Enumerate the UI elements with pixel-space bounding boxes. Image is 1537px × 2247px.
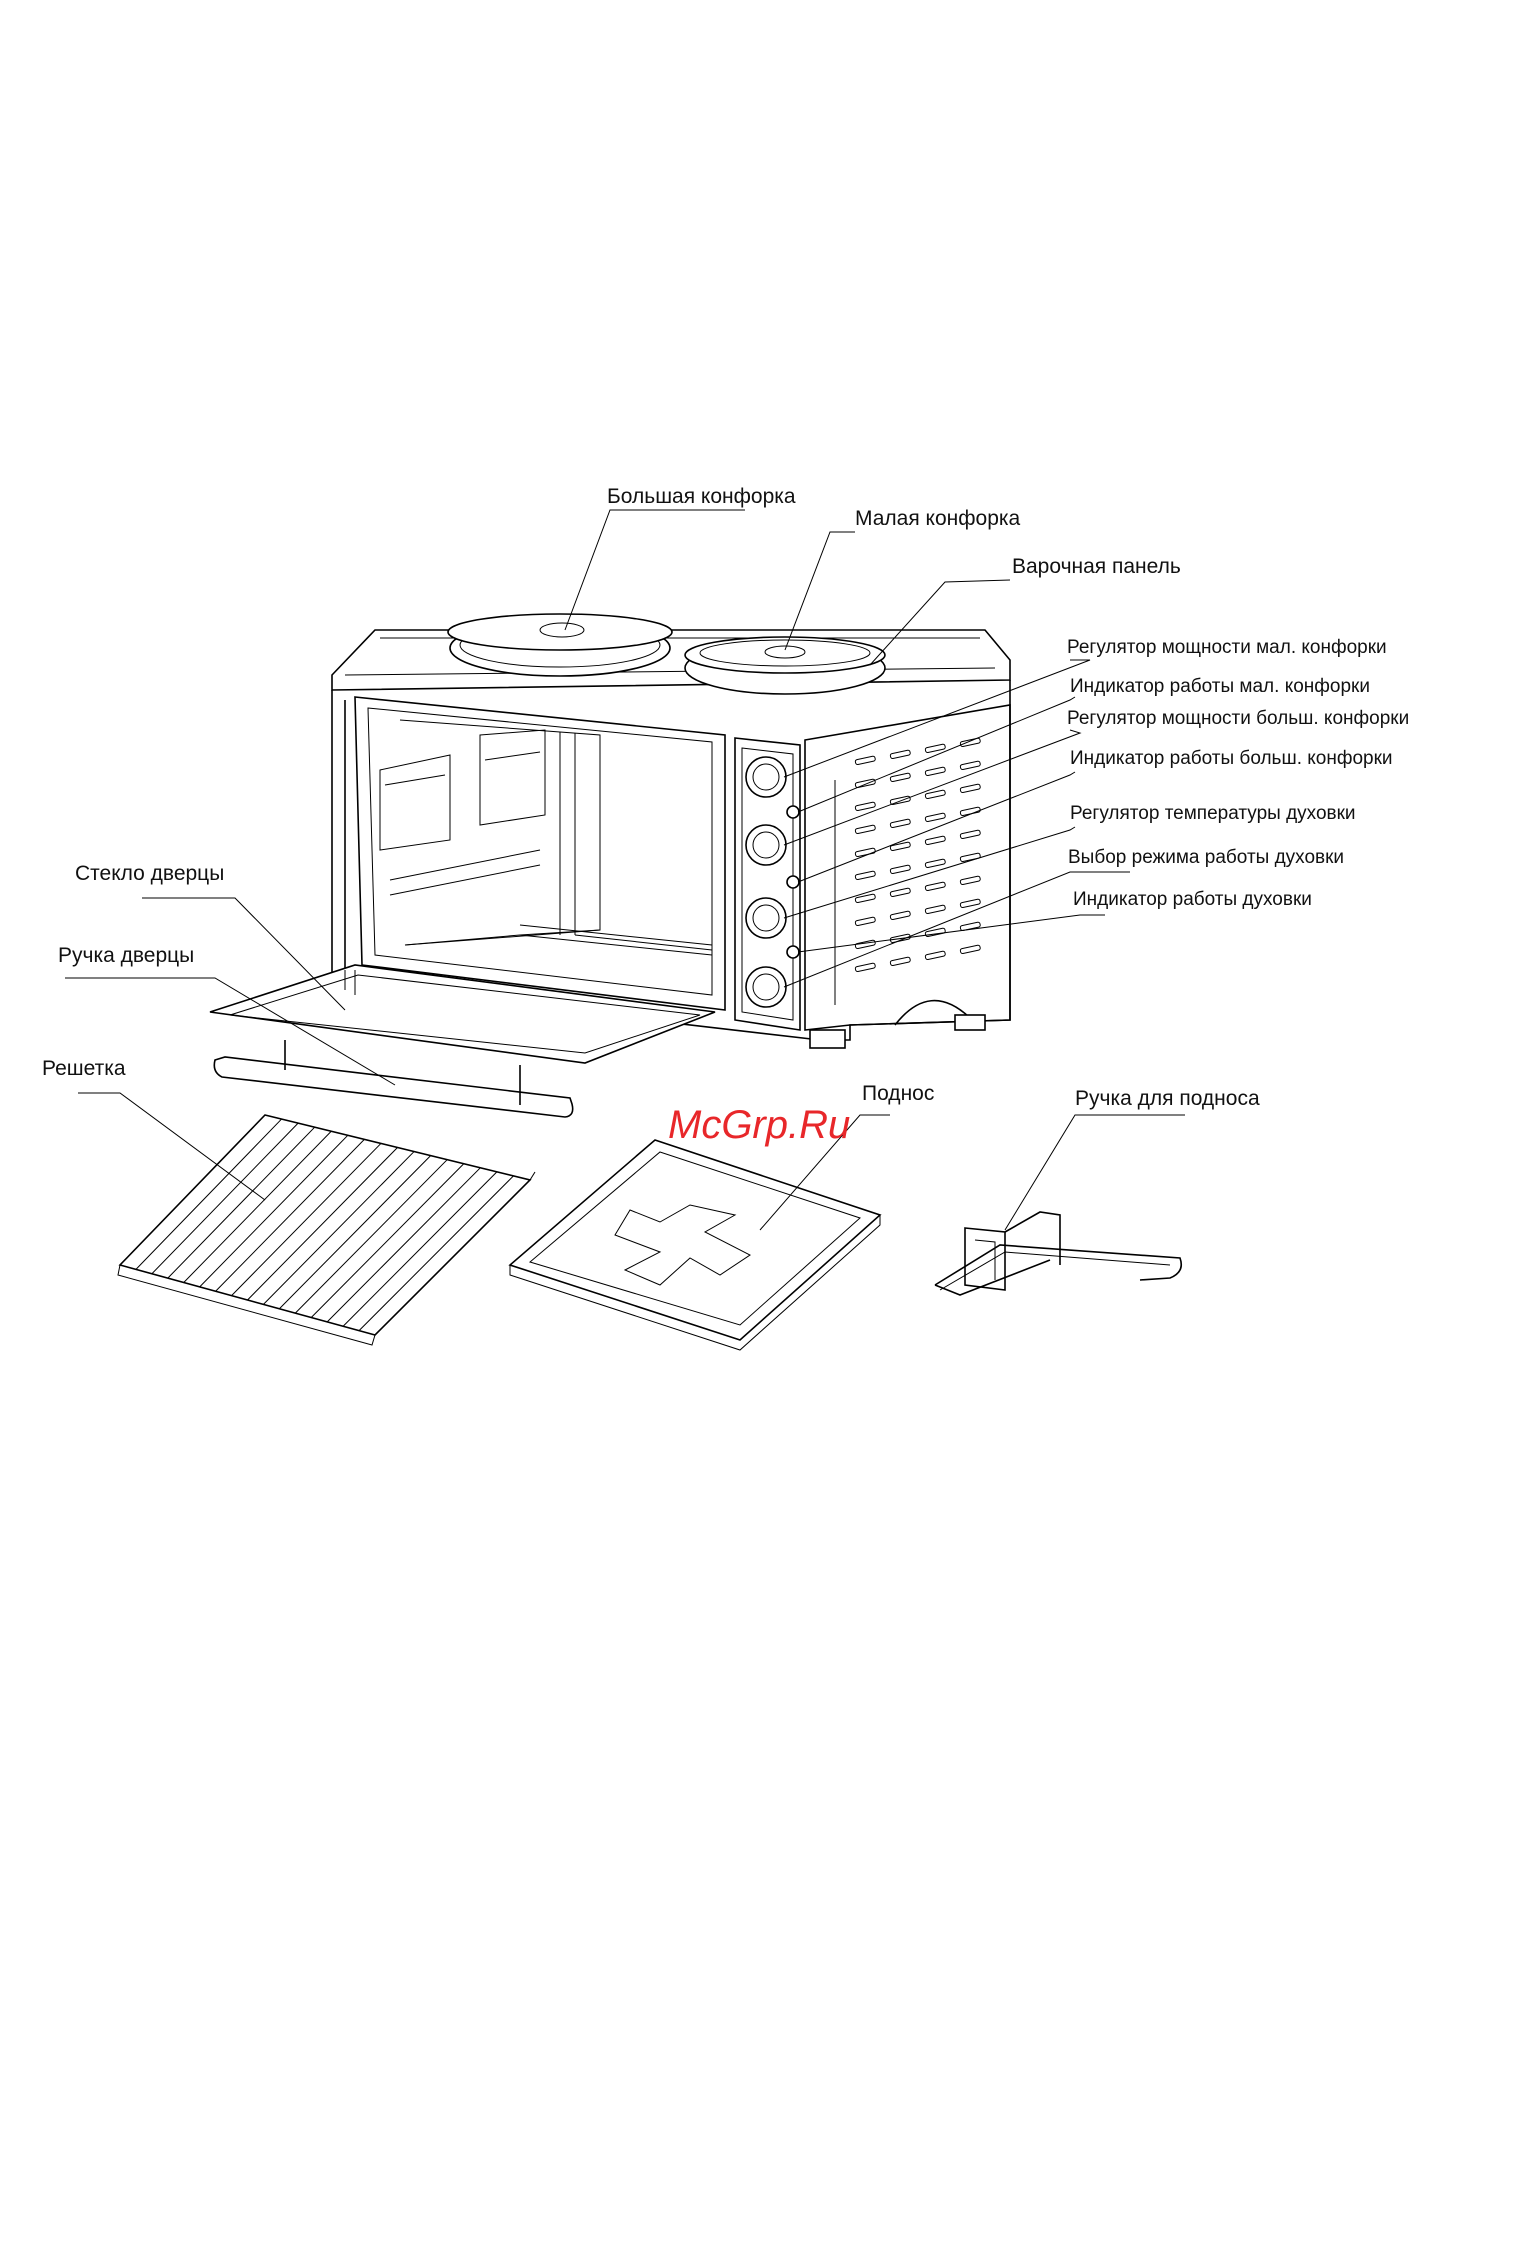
vent-slot xyxy=(889,772,911,783)
vent-slot xyxy=(889,956,911,967)
vent-slot xyxy=(924,858,946,869)
vent-slot xyxy=(854,870,876,881)
vent-slot xyxy=(959,898,981,909)
label-hob-panel: Варочная панель xyxy=(1012,555,1181,578)
rack-bar xyxy=(358,1175,514,1331)
label-small-burner-power-knob: Регулятор мощности мал. конфорки xyxy=(1067,637,1387,658)
rack-bar xyxy=(294,1159,448,1314)
vent-slot xyxy=(889,818,911,829)
vent-slot xyxy=(889,841,911,852)
vent-slot xyxy=(959,783,981,794)
label-wire-rack: Решетка xyxy=(42,1057,126,1080)
wire-rack-illustration xyxy=(117,1114,536,1346)
vent-slot xyxy=(924,766,946,777)
tray-handle-illustration xyxy=(934,1211,1183,1296)
rack-bar xyxy=(310,1163,465,1318)
vent-slot xyxy=(889,887,911,898)
vent-slot xyxy=(924,881,946,892)
vent-slot xyxy=(959,944,981,955)
rack-bar xyxy=(199,1134,349,1288)
rack-bar xyxy=(135,1118,282,1270)
watermark: McGrp.Ru xyxy=(668,1103,850,1147)
rack-bar xyxy=(279,1155,431,1310)
baking-tray-illustration xyxy=(508,1139,882,1351)
vent-slot xyxy=(924,743,946,754)
label-tray-handle: Ручка для подноса xyxy=(1075,1087,1260,1110)
rack-bar xyxy=(231,1143,382,1296)
label-large-burner-indicator: Индикатор работы больш. конфорки xyxy=(1070,748,1393,769)
rack-bar xyxy=(263,1151,415,1305)
vent-slot xyxy=(959,737,981,748)
vent-slot xyxy=(959,875,981,886)
vent-slot xyxy=(854,916,876,927)
label-door-handle: Ручка дверцы xyxy=(58,944,194,967)
vent-slot xyxy=(889,910,911,921)
vent-slot xyxy=(854,801,876,812)
vent-slot xyxy=(959,829,981,840)
vent-slot xyxy=(854,778,876,789)
label-oven-temperature-knob: Регулятор температуры духовки xyxy=(1070,803,1356,824)
vent-slot xyxy=(889,864,911,875)
vent-slot xyxy=(854,824,876,835)
label-oven-mode-selector: Выбор режима работы духовки xyxy=(1068,847,1344,868)
vent-slot xyxy=(959,921,981,932)
leader-lines xyxy=(65,509,1185,1231)
label-door-glass: Стекло дверцы xyxy=(75,862,224,885)
vent-slot xyxy=(924,950,946,961)
label-small-burner-indicator: Индикатор работы мал. конфорки xyxy=(1070,676,1370,697)
label-baking-tray: Поднос xyxy=(862,1082,934,1105)
label-large-burner-power-knob: Регулятор мощности больш. конфорки xyxy=(1067,708,1409,729)
label-small-burner: Малая конфорка xyxy=(855,507,1021,530)
vent-slot xyxy=(924,835,946,846)
vent-slot xyxy=(959,852,981,863)
rack-bar xyxy=(326,1167,481,1323)
rack-bar xyxy=(167,1126,316,1279)
label-large-burner: Большая конфорка xyxy=(607,485,796,508)
vent-slot xyxy=(924,812,946,823)
vent-slot xyxy=(854,755,876,766)
rack-bar xyxy=(151,1122,299,1275)
rack-bar xyxy=(342,1171,498,1327)
rack-bar xyxy=(183,1130,332,1283)
rack-bar xyxy=(247,1147,398,1301)
rack-bar xyxy=(215,1139,365,1292)
labels: Большая конфорка Малая конфорка Варочная… xyxy=(42,485,1409,1147)
label-oven-indicator: Индикатор работы духовки xyxy=(1073,889,1312,910)
oven-illustration xyxy=(209,613,1011,1118)
vent-slot xyxy=(959,760,981,771)
vent-slot xyxy=(924,789,946,800)
vent-slot xyxy=(889,749,911,760)
vent-slot xyxy=(854,893,876,904)
vent-slot xyxy=(924,904,946,915)
vent-slot xyxy=(854,962,876,973)
